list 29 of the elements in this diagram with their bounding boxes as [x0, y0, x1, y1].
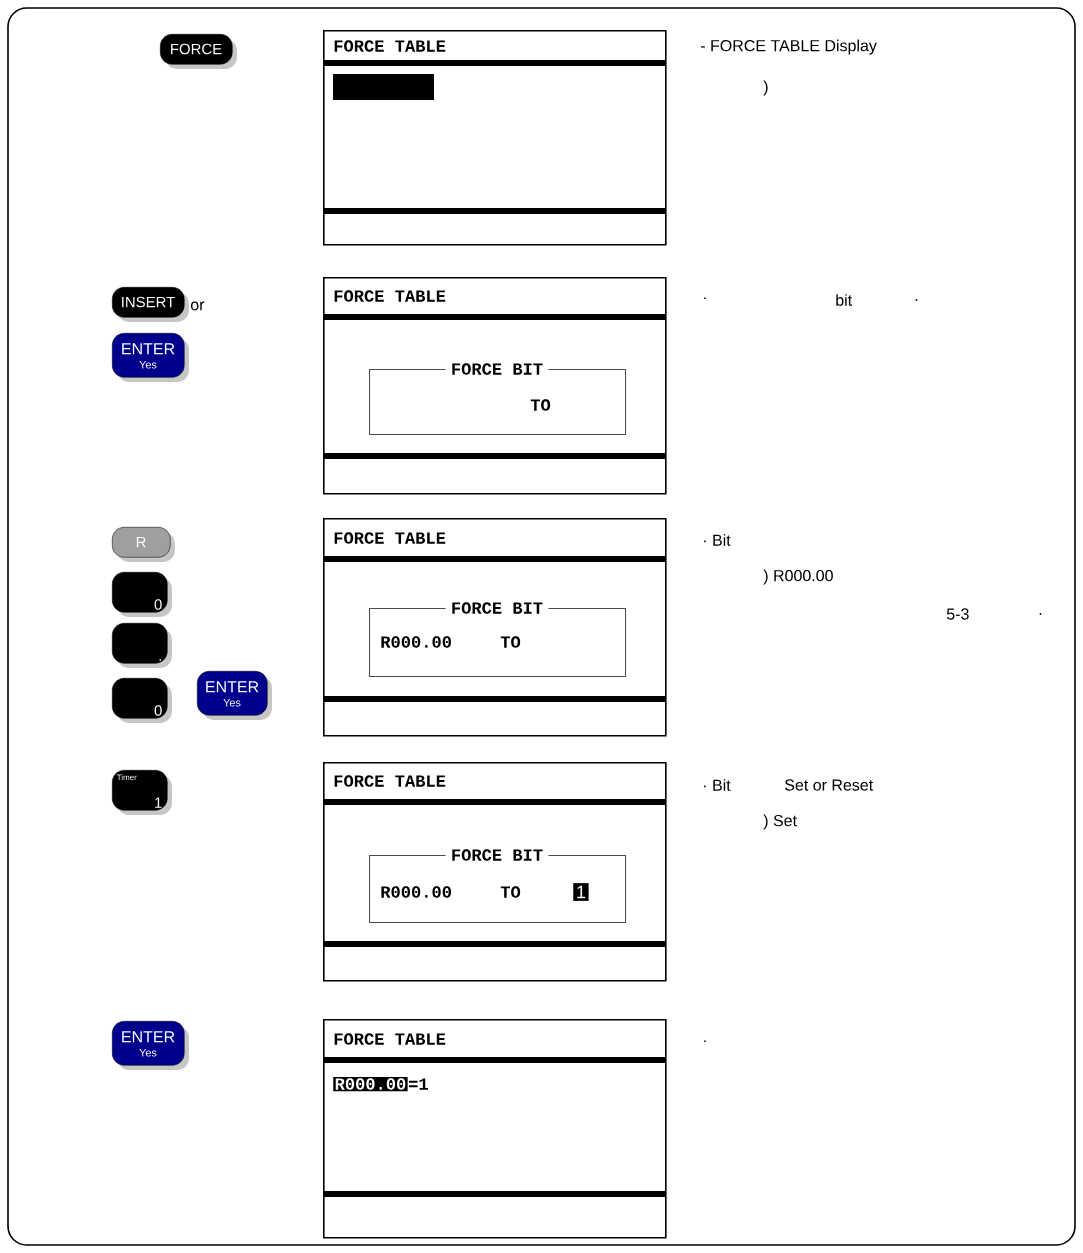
dialog-box: FORCE BIT R000.00 TO: [369, 602, 627, 678]
description-text: · Bit: [704, 534, 731, 546]
description-text: Set or Reset: [785, 779, 874, 791]
description-text: ): [763, 80, 768, 96]
description-text: .: [915, 299, 918, 301]
key-button: 0: [112, 678, 172, 723]
description-text: or: [190, 301, 205, 311]
description-text: ·: [704, 1040, 706, 1043]
key-button: R: [112, 527, 175, 562]
description-text: ) R000.00: [763, 569, 833, 585]
key-button: ENTER Yes: [112, 1021, 189, 1070]
key-button: ENTER Yes: [197, 671, 272, 720]
key-button: FORCE: [160, 34, 237, 69]
description-text: bit: [836, 294, 853, 306]
screen-display: FORCE TABLE R000.00 =1: [323, 1019, 667, 1239]
key-button: Timer 1: [112, 770, 172, 815]
screen-display: FORCE TABLE: [323, 30, 667, 246]
dialog-box: FORCE BIT R000.00 TO 1: [369, 849, 627, 924]
key-button: .: [112, 623, 172, 668]
key-button: INSERT: [112, 287, 189, 322]
description-text: .: [1039, 613, 1042, 615]
description-text: 5-3: [946, 608, 969, 620]
key-button: 0: [112, 572, 172, 617]
key-button: ENTER Yes: [112, 333, 189, 382]
description-text: - FORCE TABLE Display: [701, 39, 877, 55]
description-text: · Bit: [704, 779, 731, 791]
description-text: ) Set: [763, 814, 797, 830]
dialog-box: FORCE BIT TO: [369, 363, 627, 436]
description-text: ·: [704, 297, 706, 300]
